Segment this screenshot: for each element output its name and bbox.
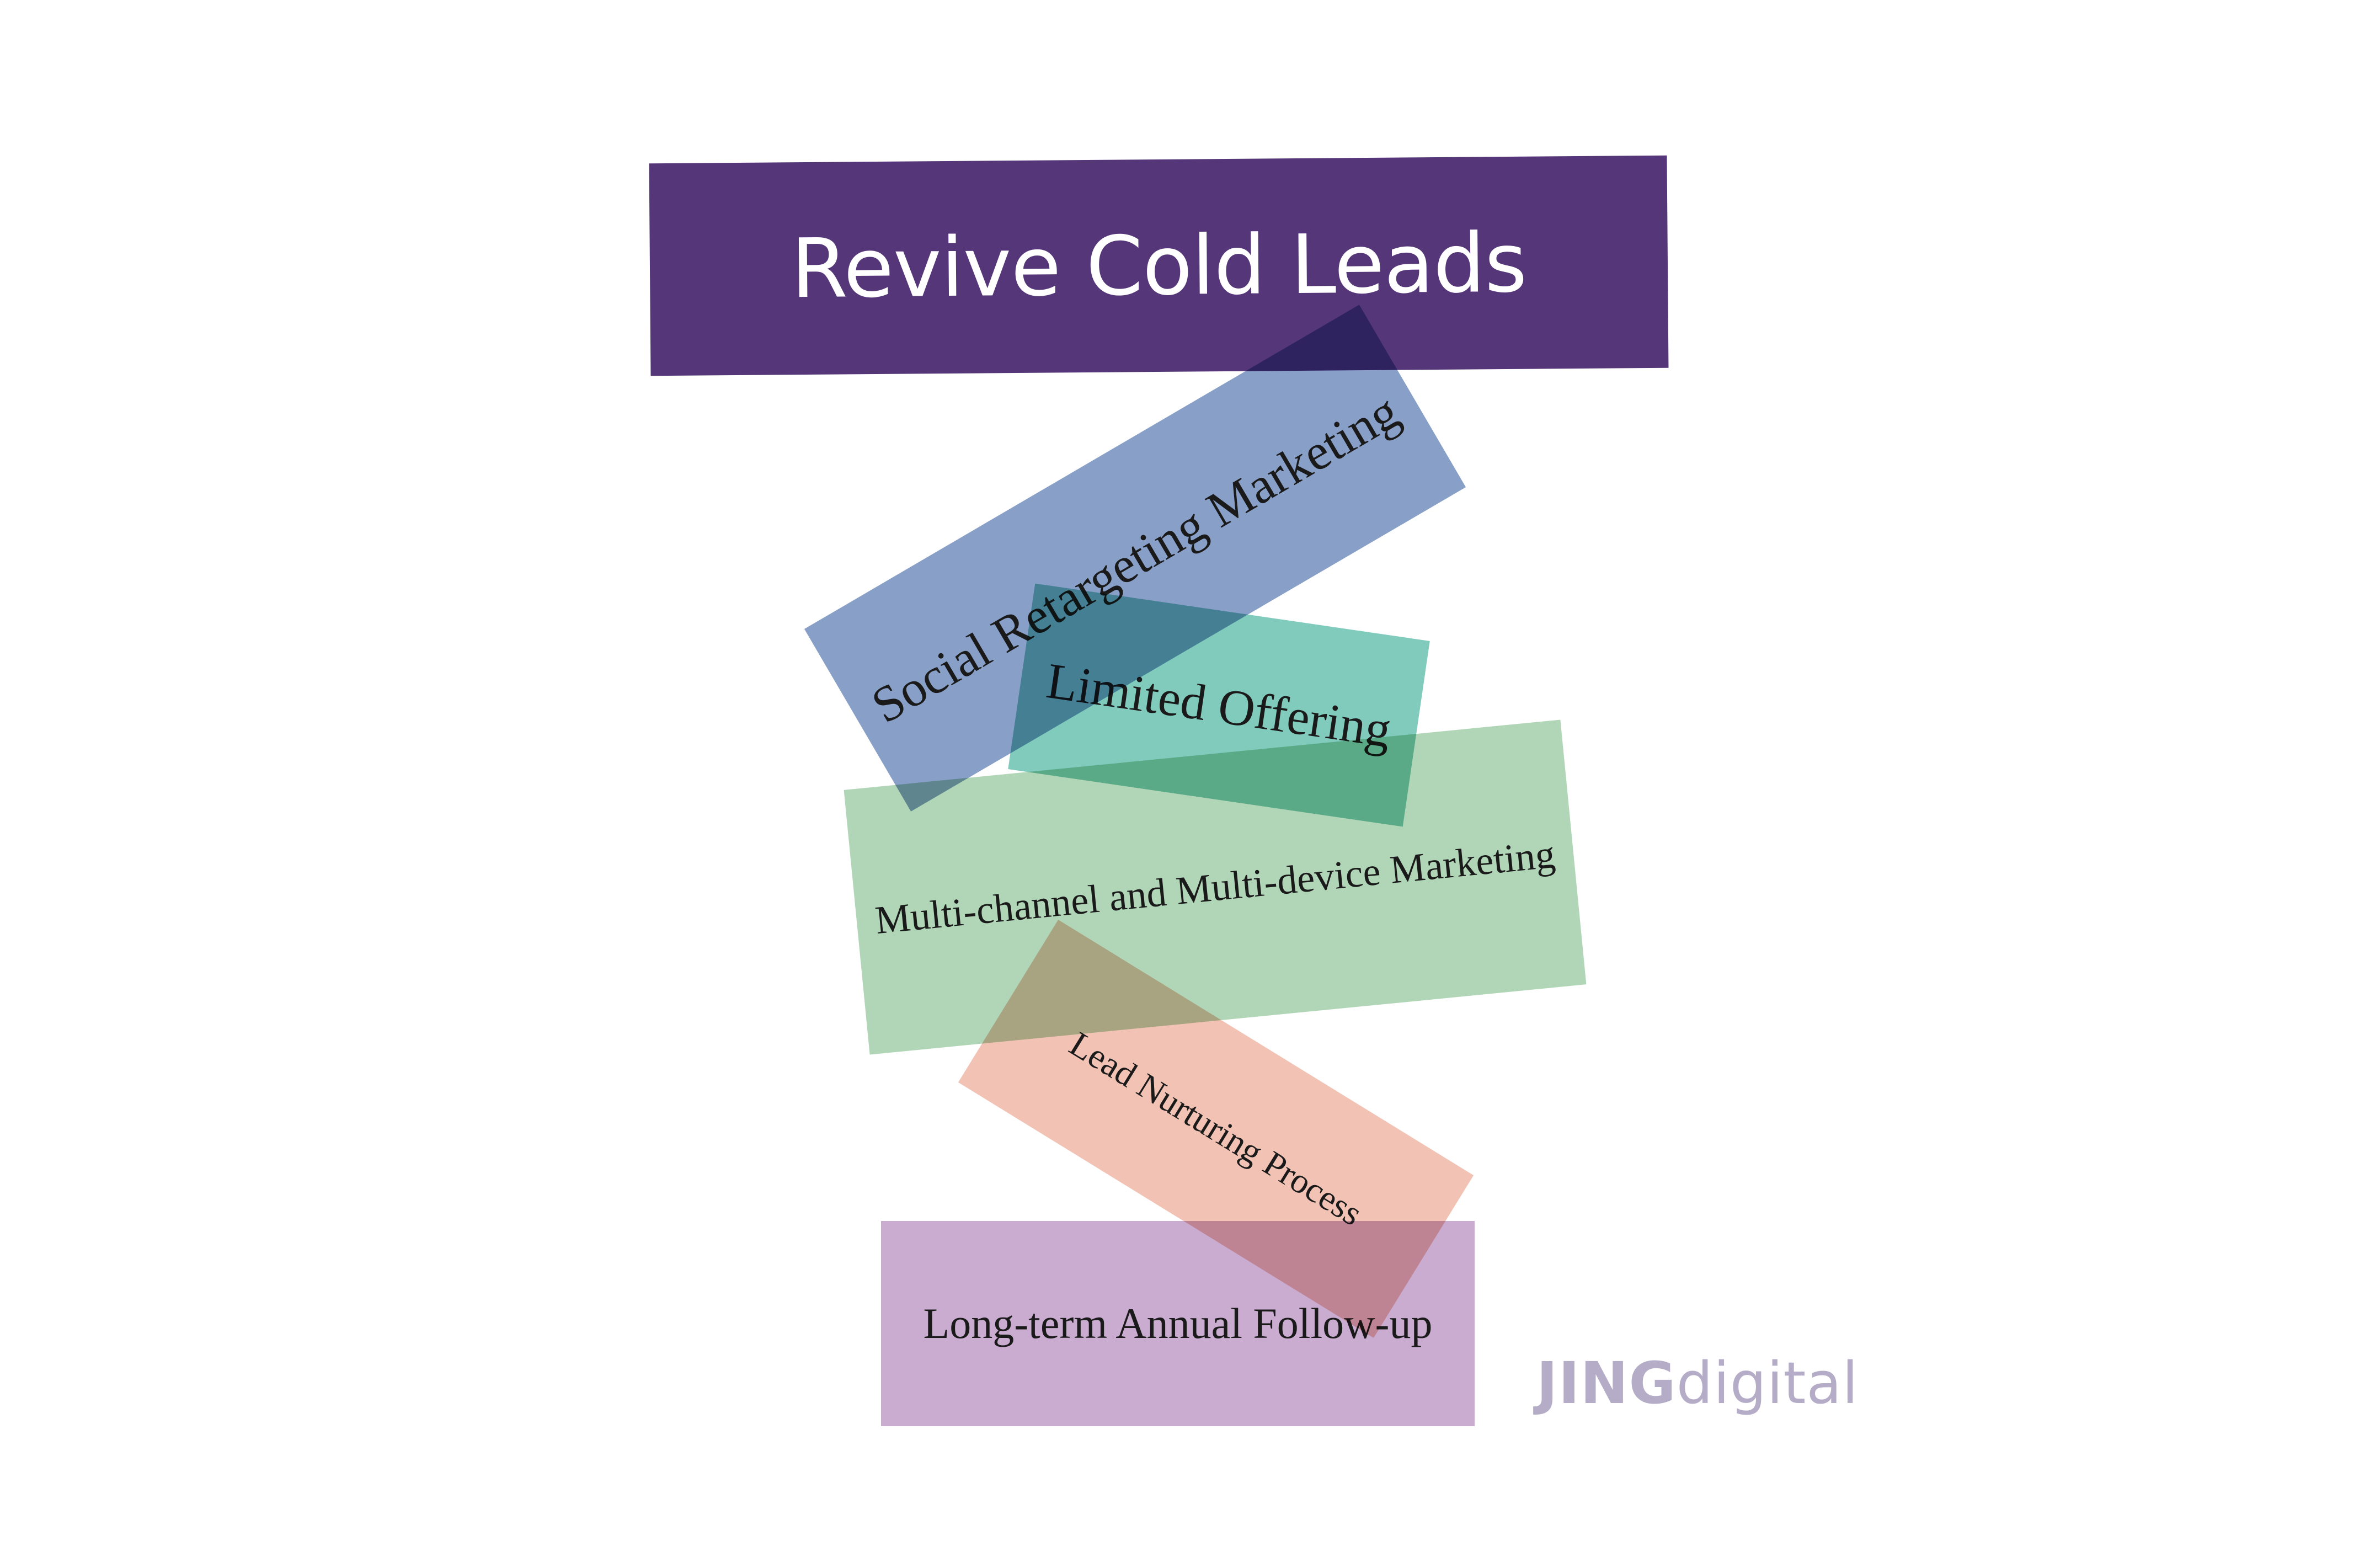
- block-label: Multi-channel and Multi-device Marketing: [873, 831, 1557, 942]
- block-label: Lead Nurturing Process: [1063, 1024, 1369, 1234]
- block-label: Long-term Annual Follow-up: [923, 1299, 1433, 1347]
- logo-strong-text: JING: [1536, 1350, 1677, 1417]
- logo-light-text: digital: [1676, 1350, 1859, 1417]
- title-banner: Revive Cold Leads: [649, 155, 1669, 376]
- title-text: Revive Cold Leads: [791, 215, 1527, 316]
- jing-digital-logo: JINGdigital: [1536, 1354, 1859, 1412]
- block-long-term-follow-up: Long-term Annual Follow-up: [881, 1221, 1475, 1426]
